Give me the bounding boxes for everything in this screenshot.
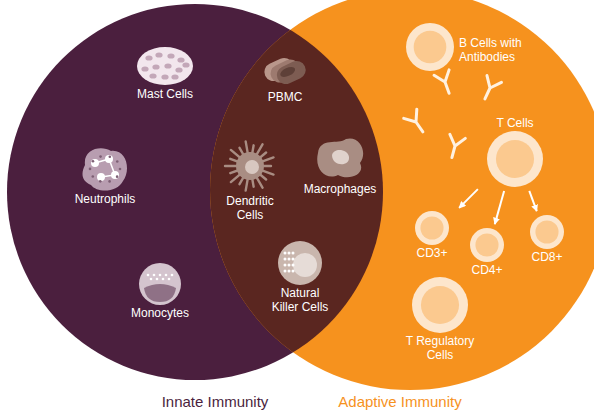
cell-label: Dendritic Cells	[215, 194, 285, 222]
cell-node: CD3+	[407, 210, 457, 260]
arrow-connector	[459, 189, 478, 208]
cell-node: Neutrophils	[57, 146, 153, 206]
cell-node: T Cells	[480, 116, 550, 188]
cell-label: Neutrophils	[57, 192, 153, 206]
cell-label: B Cells with Antibodies	[459, 36, 547, 64]
cell-node: Dendritic Cells	[215, 138, 285, 222]
cell-label: PBMC	[250, 90, 320, 104]
cell-icon	[135, 45, 195, 87]
cell-node: CD4+	[462, 227, 512, 277]
cell-node: Monocytes	[112, 262, 208, 320]
cell-icon	[312, 136, 368, 182]
arrow-connector	[495, 191, 504, 224]
cell-node: PBMC	[250, 52, 320, 104]
cell-icon	[414, 210, 450, 246]
cell-label: T Regulatory Cells	[392, 334, 488, 362]
cell-node: Mast Cells	[117, 45, 213, 101]
cell-label: CD8+	[522, 250, 572, 264]
cell-icon	[260, 52, 310, 90]
cell-node: CD8+	[522, 214, 572, 264]
cell-node: T Regulatory Cells	[392, 276, 488, 362]
cell-icon	[486, 130, 544, 188]
cell-node: B Cells with Antibodies	[405, 22, 555, 72]
region-label: Innate Immunity	[162, 394, 269, 411]
cell-icon	[411, 276, 469, 334]
region-label: Adaptive Immunity	[338, 394, 461, 411]
cell-label: CD4+	[462, 263, 512, 277]
cell-node: Macrophages	[294, 136, 386, 196]
cell-icon	[222, 138, 278, 194]
cell-node: Natural Killer Cells	[267, 240, 333, 314]
cell-label: Mast Cells	[117, 87, 213, 101]
cell-label: Macrophages	[294, 182, 386, 196]
cell-label: CD3+	[407, 246, 457, 260]
cell-label: Monocytes	[112, 306, 208, 320]
cell-icon	[136, 262, 184, 306]
cell-icon	[277, 240, 323, 286]
cell-label: T Cells	[480, 116, 550, 130]
cell-icon	[469, 227, 505, 263]
cell-icon	[79, 146, 131, 192]
cell-label: Natural Killer Cells	[267, 286, 333, 314]
arrow-connector	[529, 191, 536, 211]
cell-icon	[529, 214, 565, 250]
cell-icon	[405, 22, 455, 72]
